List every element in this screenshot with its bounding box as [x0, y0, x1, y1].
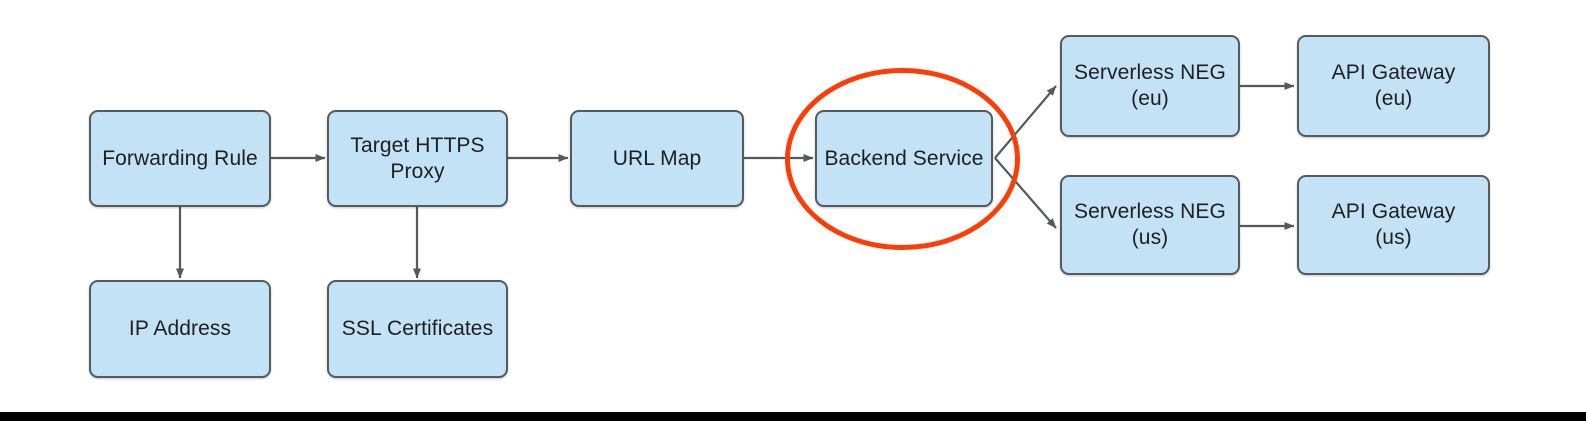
node-ssl-certificates[interactable]: SSL Certificates	[327, 280, 508, 378]
connector-e-bs-negeu	[994, 85, 1057, 159]
node-label-target-https-proxy: Target HTTPS Proxy	[350, 133, 485, 183]
node-label-api-gateway-eu: API Gateway (eu)	[1331, 61, 1456, 110]
node-target-https-proxy[interactable]: Target HTTPS Proxy	[327, 110, 508, 207]
node-label-backend-service: Backend Service	[824, 146, 984, 170]
node-serverless-neg-us[interactable]: Serverless NEG (us)	[1060, 175, 1240, 275]
node-label-ip-address: IP Address	[128, 317, 232, 341]
node-api-gateway-us[interactable]: API Gateway (us)	[1297, 175, 1490, 275]
node-label-ssl-certificates: SSL Certificates	[341, 317, 494, 341]
node-serverless-neg-eu[interactable]: Serverless NEG (eu)	[1060, 35, 1240, 137]
edge-layer	[176, 82, 1295, 279]
node-label-forwarding-rule: Forwarding Rule	[102, 146, 258, 170]
node-label-serverless-neg-us: Serverless NEG (us)	[1074, 200, 1226, 249]
node-backend-service[interactable]: Backend Service	[815, 110, 993, 207]
node-label-url-map: URL Map	[612, 146, 702, 170]
node-label-api-gateway-us: API Gateway (us)	[1331, 200, 1456, 249]
node-ip-address[interactable]: IP Address	[89, 280, 271, 378]
node-forwarding-rule[interactable]: Forwarding Rule	[89, 110, 271, 207]
bottom-edge-bar	[0, 412, 1586, 421]
connector-e-bs-negus	[994, 157, 1057, 229]
node-url-map[interactable]: URL Map	[570, 110, 744, 207]
node-label-serverless-neg-eu: Serverless NEG (eu)	[1074, 61, 1226, 110]
node-api-gateway-eu[interactable]: API Gateway (eu)	[1297, 35, 1490, 137]
